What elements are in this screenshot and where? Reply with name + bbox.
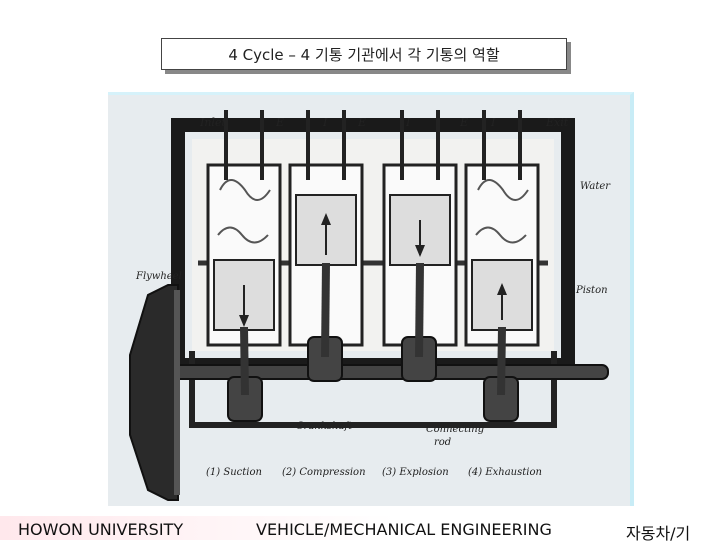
label-crankshaft: Crankshaft — [296, 421, 353, 432]
engine-diagram: Inlet E I E I E I Exit Water Flywheel Pi… — [108, 92, 634, 506]
label-i-2: I — [405, 116, 411, 129]
label-i-1: I — [322, 116, 328, 129]
footer-university: HOWON UNIVERSITY — [18, 520, 184, 539]
cylinder-1 — [206, 163, 282, 347]
cylinder-4 — [464, 163, 540, 347]
legend-explosion: (3) Explosion — [382, 467, 449, 478]
footer-course: 자동차/기 — [626, 524, 691, 543]
flywheel — [129, 284, 180, 501]
label-flywheel: Flywheel — [135, 271, 182, 282]
label-water: Water — [580, 181, 611, 192]
crankcase — [189, 351, 557, 428]
label-i-3: I — [490, 116, 496, 129]
label-inlet: Inlet — [199, 116, 226, 129]
footer-department: VEHICLE/MECHANICAL ENGINEERING — [256, 520, 552, 539]
label-piston: Piston — [575, 285, 608, 296]
connecting-rods — [240, 262, 506, 396]
label-connecting: Connecting — [426, 424, 484, 435]
legend-exhaustion: (4) Exhaustion — [468, 467, 542, 478]
slide-title: 4 Cycle – 4 기통 기관에서 각 기통의 역할 — [161, 38, 567, 70]
valves — [224, 110, 522, 180]
legend-suction: (1) Suction — [206, 467, 262, 478]
footer-bar: HOWON UNIVERSITY VEHICLE/MECHANICAL ENGI… — [0, 516, 720, 543]
engine-illustration: Inlet E I E I E I Exit Water Flywheel Pi… — [129, 110, 611, 501]
legend-compression: (2) Compression — [282, 467, 366, 478]
label-e-2: E — [357, 116, 366, 129]
label-e-1: E — [275, 116, 284, 129]
label-e-3: E — [459, 116, 468, 129]
label-exit: Exit — [545, 116, 569, 129]
label-rod: rod — [434, 437, 451, 448]
